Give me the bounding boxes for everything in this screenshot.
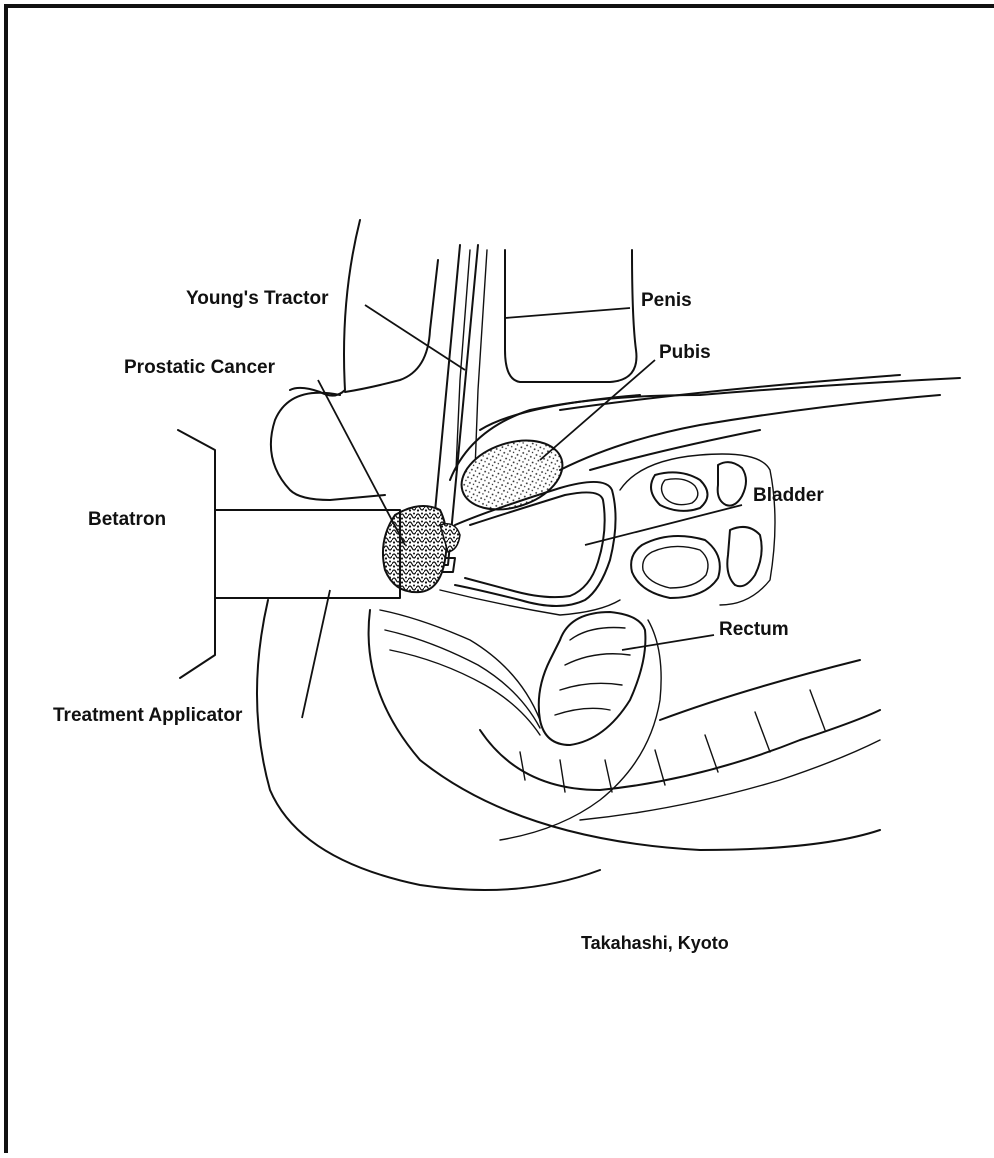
leader-youngs-tractor: [365, 305, 465, 370]
label-bladder: Bladder: [753, 486, 824, 505]
leader-bladder: [585, 505, 742, 545]
bowel-loop-1-inner: [662, 479, 698, 505]
betatron-bracket: [178, 430, 215, 678]
label-treatment-applicator: Treatment Applicator: [53, 706, 242, 725]
vertebra-line-1: [520, 752, 525, 780]
label-betatron: Betatron: [88, 510, 166, 529]
pubis-bone: [453, 428, 572, 521]
vertebra-line-4: [655, 750, 665, 785]
bowel-loop-4: [727, 527, 761, 586]
leader-pubis: [540, 360, 655, 460]
abdominal-wall-1: [480, 395, 640, 430]
leader-treatment-applicator: [302, 590, 330, 718]
sacrum-upper: [660, 660, 860, 720]
leader-prostatic-cancer: [318, 380, 405, 545]
bowel-loop-3-inner: [643, 546, 708, 588]
vertebra-line-3: [605, 760, 612, 792]
anal-canal-lines: [380, 610, 540, 735]
leader-rectum: [622, 635, 714, 650]
rectal-wall-outer: [500, 620, 661, 840]
vertebra-line-6: [755, 712, 770, 752]
leader-penis: [505, 308, 630, 318]
label-rectum: Rectum: [719, 620, 789, 639]
treatment-applicator: [215, 510, 400, 598]
label-youngs-tractor: Young's Tractor: [186, 289, 328, 308]
label-pubis: Pubis: [659, 343, 711, 362]
vertebra-line-7: [810, 690, 825, 730]
bowel-loop-2: [718, 462, 746, 505]
rectum-outer: [539, 612, 646, 745]
spine-inner: [580, 740, 880, 820]
label-prostatic-cancer: Prostatic Cancer: [124, 358, 275, 377]
credit-text: Takahashi, Kyoto: [581, 934, 729, 952]
cancer-mass: [383, 506, 447, 592]
vertebra-line-5: [705, 735, 718, 772]
scrotum-outline: [271, 393, 385, 500]
penis-left-outline: [345, 260, 438, 392]
label-penis: Penis: [641, 291, 692, 310]
bowel-loop-3: [631, 536, 720, 598]
rectum-folds: [555, 628, 630, 716]
frame-border: [6, 6, 994, 1153]
